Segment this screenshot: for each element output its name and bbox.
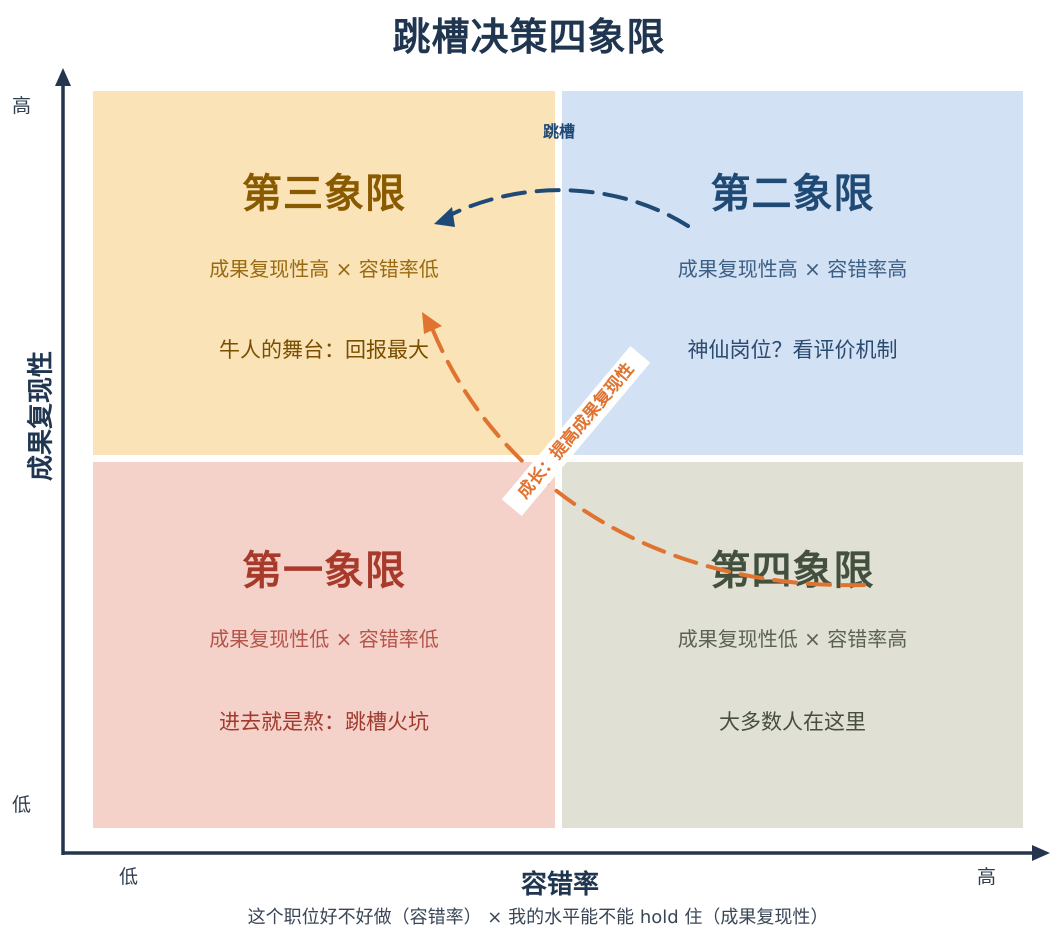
x-axis-high-label: 高 — [977, 866, 997, 888]
y-axis-low-label: 低 — [12, 794, 32, 816]
quadrant-one-formula: 成果复现性低 × 容错率低 — [209, 627, 439, 651]
quadrant-four-description: 大多数人在这里 — [719, 710, 866, 734]
quadrant-two-title: 第二象限 — [710, 171, 875, 217]
quadrant-three-title: 第三象限 — [242, 171, 406, 217]
quadrant-three-formula: 成果复现性高 × 容错率低 — [209, 257, 439, 281]
quadrant-three-description: 牛人的舞台：回报最大 — [219, 338, 429, 362]
quadrant-four-formula: 成果复现性低 × 容错率高 — [677, 627, 908, 651]
quadrant-two-formula: 成果复现性高 × 容错率高 — [677, 257, 908, 281]
x-axis-title: 容错率 — [520, 870, 599, 900]
y-axis-arrowhead — [55, 68, 71, 86]
quadrant-one-description: 进去就是熬：跳槽火坑 — [219, 710, 429, 734]
chart-title: 跳槽决策四象限 — [392, 15, 666, 59]
jump-arrow-label: 跳槽 — [542, 122, 575, 141]
x-axis-arrowhead — [1032, 845, 1050, 861]
footer-caption: 这个职位好不好做（容错率） × 我的水平能不能 hold 住（成果复现性） — [247, 907, 829, 928]
quadrant-one-title: 第一象限 — [242, 548, 406, 594]
y-axis-high-label: 高 — [12, 95, 32, 117]
x-axis-low-label: 低 — [119, 866, 139, 888]
y-axis-title: 成果复现性 — [26, 350, 57, 481]
quadrant-three: 第三象限 成果复现性高 × 容错率低 牛人的舞台：回报最大 — [93, 91, 555, 455]
